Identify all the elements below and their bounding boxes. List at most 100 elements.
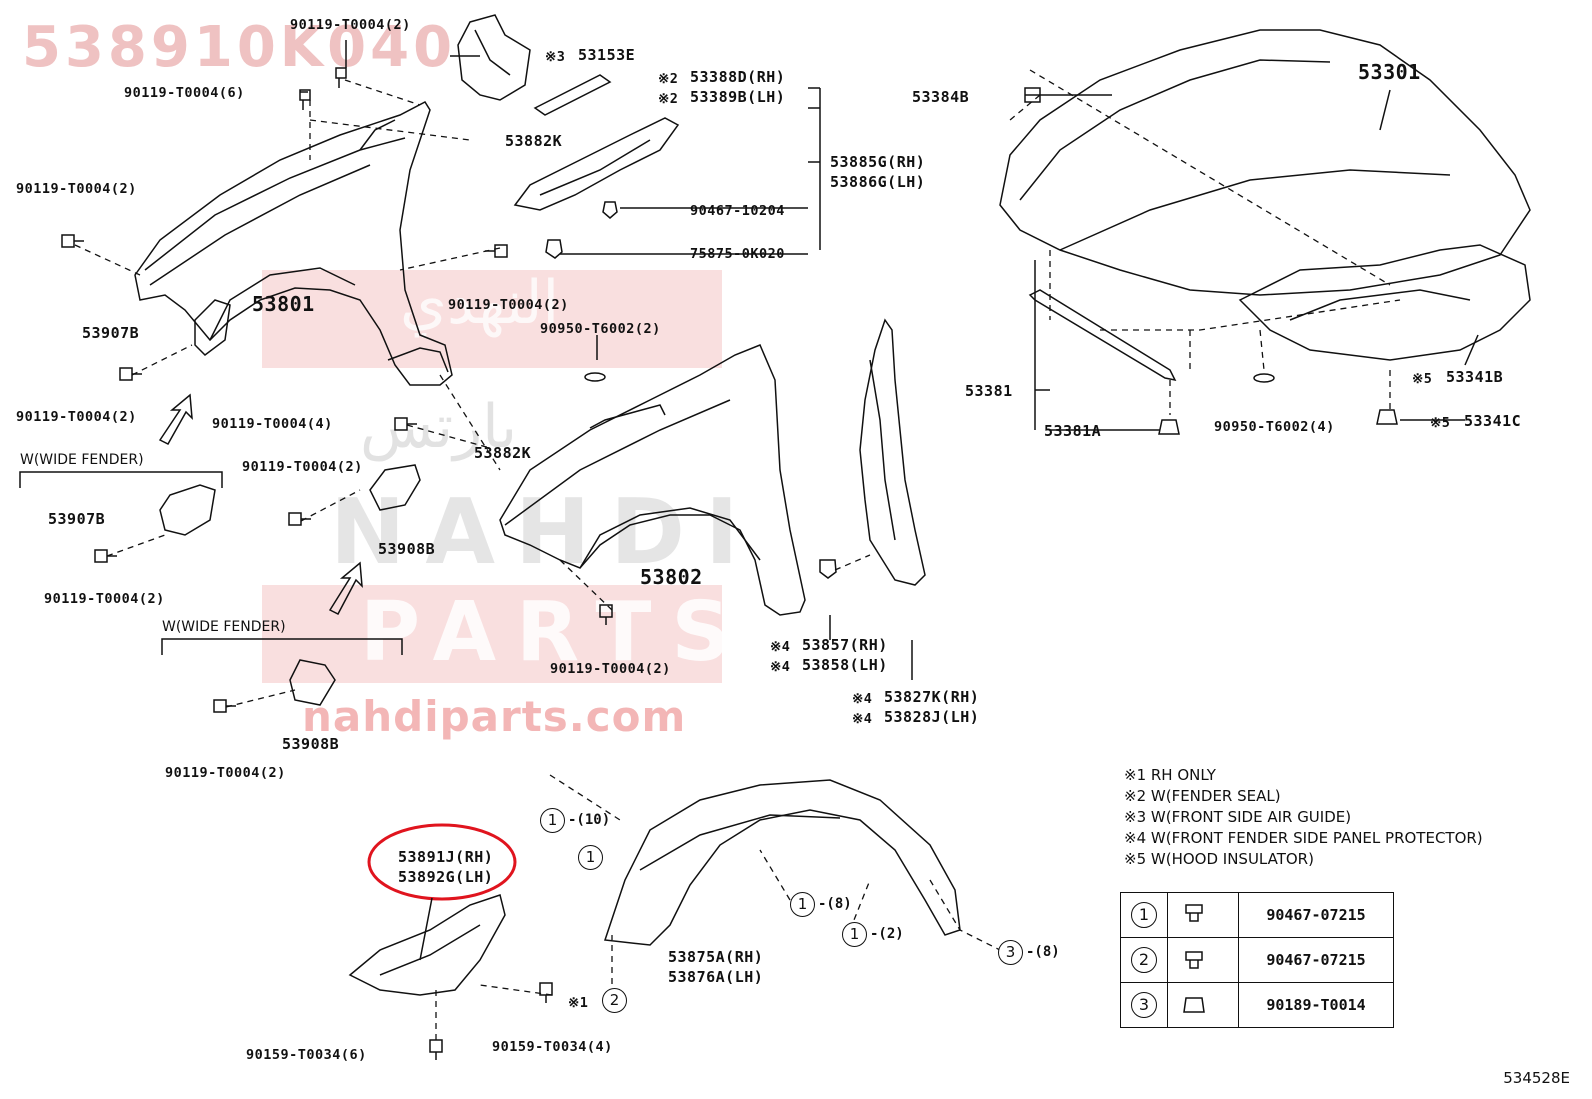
label-90119-t0004-2-left3: 90119-T0004(2) (44, 591, 165, 607)
legend-num: 3 (1131, 992, 1157, 1018)
watermark-parts: PARTS (360, 585, 751, 680)
weatherstrip-53381 (1028, 289, 1177, 382)
legend-num: 1 (1131, 902, 1157, 928)
mark-53827k: ※4 (852, 691, 873, 707)
label-53882k-top: 53882K (505, 132, 563, 150)
label-53828j: 53828J(LH) (884, 708, 980, 726)
callout-2: 2 (602, 988, 627, 1013)
bracket-53907b-b (159, 484, 216, 536)
clip-90467-10204 (602, 201, 618, 219)
label-53153e: 53153E (578, 46, 636, 64)
bracket-53908b-b (289, 659, 336, 706)
label-90950-t6002-2: 90950-T6002(2) (540, 321, 661, 337)
legend-row: 1 90467-07215 (1120, 892, 1394, 938)
note-2: ※2 W(FENDER SEAL) (1124, 787, 1281, 805)
arrow-up-b (328, 561, 363, 615)
callout-1-10-qty: -(10) (568, 812, 611, 828)
label-90119-t0004-6: 90119-T0004(6) (124, 85, 245, 101)
label-90119-t0004-2-left: 90119-T0004(2) (16, 181, 137, 197)
note-5: ※5 W(HOOD INSULATOR) (1124, 850, 1314, 868)
clip-53857 (819, 559, 837, 579)
callout-3-8: 3 (998, 940, 1023, 965)
clip-53341c (1376, 409, 1398, 425)
hood-53301 (999, 29, 1531, 296)
watermark-arabic-top: النهدي (400, 268, 560, 338)
legend-part: 90467-07215 (1238, 892, 1394, 938)
label-53892g: 53892G(LH) (398, 868, 494, 886)
callout-3-8-qty: -(8) (1026, 944, 1060, 960)
label-90119-t0004-2-center: 90119-T0004(2) (242, 459, 363, 475)
label-53381a: 53381A (1044, 422, 1102, 440)
mark-53857: ※4 (770, 639, 791, 655)
legend-icon-cell (1167, 982, 1239, 1028)
bracket-53907b-a (194, 299, 231, 356)
bolts (61, 67, 613, 1060)
air-guide-53153e (457, 14, 531, 101)
label-90467-10204: 90467-10204 (690, 203, 785, 219)
label-53908b-bottom: 53908B (282, 735, 340, 753)
clip-legend-table: 1 90467-07215 2 90467-07215 3 90189-T001… (1120, 892, 1394, 1028)
label-53384b: 53384B (912, 88, 970, 106)
label-53801: 53801 (252, 292, 315, 316)
label-wide-fender-a: W(WIDE FENDER) (20, 452, 144, 468)
callout-1-8-qty: -(8) (818, 896, 852, 912)
legend-num: 2 (1131, 947, 1157, 973)
note-3: ※3 W(FRONT SIDE AIR GUIDE) (1124, 808, 1352, 826)
mark-53153e: ※3 (545, 49, 566, 65)
bumper-53384b (1024, 87, 1041, 103)
legend-part: 90467-07215 (1238, 937, 1394, 983)
mark-x1: ※1 (568, 995, 589, 1011)
watermark-band-top (262, 270, 722, 368)
fender-53802 (499, 344, 806, 616)
label-53341c: 53341C (1464, 412, 1522, 430)
mark-53389b: ※2 (658, 91, 679, 107)
diagram-code: 534528E (1503, 1069, 1570, 1087)
label-53857: 53857(RH) (802, 636, 888, 654)
bracket-53908b-a (369, 464, 421, 511)
label-53802: 53802 (640, 565, 703, 589)
label-53908b-top: 53908B (378, 540, 436, 558)
label-90159-t0034-4: 90159-T0034(4) (492, 1039, 613, 1055)
label-90950-t6002-4: 90950-T6002(4) (1214, 419, 1335, 435)
label-53907b-bottom: 53907B (48, 510, 106, 528)
mark-53858: ※4 (770, 659, 791, 675)
label-53389b: 53389B(LH) (690, 88, 786, 106)
fender-53801 (134, 101, 453, 386)
label-53876a: 53876A(LH) (668, 968, 764, 986)
label-90119-t0004-2-top: 90119-T0004(2) (290, 17, 411, 33)
watermark-part-number: 538910K040 (22, 15, 457, 80)
callout-1: 1 (578, 845, 603, 870)
legend-row: 3 90189-T0014 (1120, 982, 1394, 1028)
legend-row: 2 90467-07215 (1120, 937, 1394, 983)
label-53885g: 53885G(RH) (830, 153, 926, 171)
mark-53828j: ※4 (852, 711, 873, 727)
label-90119-t0004-2-left2: 90119-T0004(2) (16, 409, 137, 425)
label-90119-t0004-2-mid: 90119-T0004(2) (448, 297, 569, 313)
legend-part: 90189-T0014 (1238, 982, 1394, 1028)
notes-list: ※1 RH ONLY ※2 W(FENDER SEAL) ※3 W(FRONT … (1124, 765, 1483, 870)
label-53827k: 53827K(RH) (884, 688, 980, 706)
label-53381: 53381 (965, 382, 1013, 400)
label-90119-t0004-4: 90119-T0004(4) (212, 416, 333, 432)
watermark-arabic-mid: بارتس (360, 392, 518, 462)
arrow-up-a (158, 393, 193, 445)
mark-53341c: ※5 (1430, 415, 1451, 431)
label-53882k-bottom: 53882K (474, 444, 532, 462)
label-75875-0k020: 75875-0K020 (690, 246, 785, 262)
watermark-url: nahdiparts.com (302, 692, 687, 741)
legend-icon-cell (1167, 892, 1239, 938)
liner-53875a (603, 779, 961, 946)
label-53891j: 53891J(RH) (398, 848, 494, 866)
callout-1-8: 1 (790, 892, 815, 917)
hood-insulator-53341b (1238, 244, 1531, 361)
label-53301: 53301 (1358, 60, 1421, 84)
highlight-ellipse (367, 823, 517, 901)
legend-icon-cell (1167, 937, 1239, 983)
label-53886g: 53886G(LH) (830, 173, 926, 191)
label-wide-fender-b: W(WIDE FENDER) (162, 619, 286, 635)
note-1: ※1 RH ONLY (1124, 766, 1216, 784)
mark-53388d: ※2 (658, 71, 679, 87)
label-90159-t0034-6: 90159-T0034(6) (246, 1047, 367, 1063)
